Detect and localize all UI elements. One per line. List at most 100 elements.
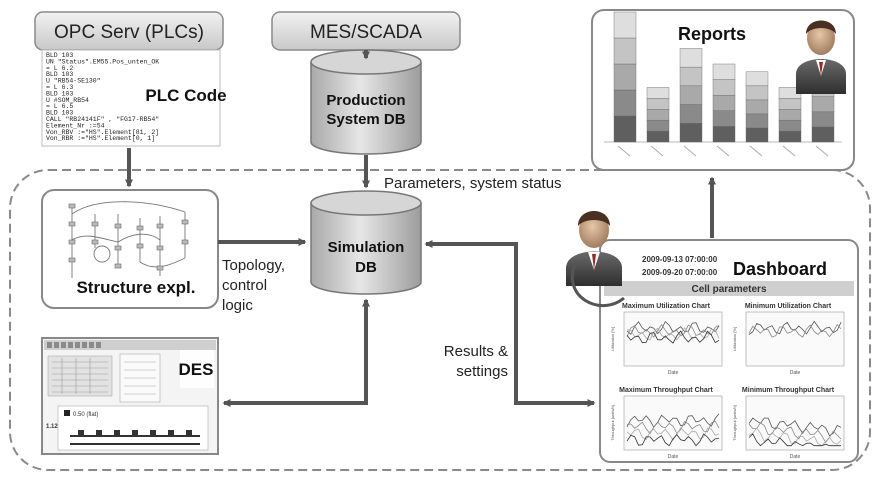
reports-label: Reports — [678, 24, 746, 44]
report-bar-segment — [679, 123, 703, 143]
report-bar-segment — [646, 87, 670, 99]
report-bar-segment — [646, 98, 670, 110]
mes-scada-label: MES/SCADA — [310, 22, 422, 43]
arrows — [125, 50, 716, 407]
report-tick-label — [617, 145, 631, 157]
report-bar-segment — [679, 104, 703, 124]
dashboard-date-1: 2009-09-13 07:00:00 — [642, 255, 718, 264]
dashboard-chart-xlabel: Date — [668, 370, 679, 376]
report-bar-segment — [712, 63, 736, 80]
report-bar-segment — [745, 85, 769, 101]
dashboard-chart-plot — [745, 395, 845, 451]
plc-code-line: BLD 103 — [46, 52, 73, 59]
report-bar-segment — [778, 109, 802, 121]
report-bar-segment — [613, 89, 637, 117]
opc-server-box: OPC Serv (PLCs) — [34, 11, 224, 51]
arrow-simulation-db-dashboard — [424, 240, 596, 407]
report-bar-segment — [712, 110, 736, 127]
dashboard-chart-series — [748, 427, 842, 447]
report-tick-label — [815, 145, 829, 157]
dashboard-chart-title: Minimum Utilization Chart — [745, 303, 832, 310]
plc-code-line: = L 6.3 — [46, 84, 73, 91]
report-tick-label — [650, 145, 664, 157]
report-bar-segment — [613, 11, 637, 39]
plc-code-line: U #SOM_RB54 — [46, 97, 89, 104]
plc-code-line: BLD 103 — [46, 90, 73, 97]
report-bar-segment — [745, 71, 769, 87]
report-bar-segment — [811, 111, 835, 128]
report-tick-label — [749, 145, 763, 157]
des-box: 0.50 (flat) 1.12 DES — [41, 337, 219, 455]
dashboard-chart-ylabel: Throughput [units/h] — [610, 405, 615, 441]
report-bar-segment — [712, 79, 736, 96]
des-box-label: 0.50 (flat) — [73, 412, 98, 418]
plc-code-line: CALL "RB24141F" , "FG17-RB54" — [46, 116, 159, 123]
report-bar-segment — [646, 109, 670, 121]
structure-exploration-box: Structure expl. — [41, 189, 219, 309]
plc-code-line: BLD 103 — [46, 110, 73, 117]
dashboard-chart-ylabel: Throughput [units/h] — [732, 405, 737, 441]
dashboard-box: 2009-09-13 07:00:00 2009-09-20 07:00:00 … — [599, 239, 859, 463]
des-label: DES — [179, 360, 214, 379]
report-tick-label — [782, 145, 796, 157]
production-system-db: Production System DB — [310, 49, 422, 155]
reports-user-icon — [796, 20, 846, 94]
dashboard-chart-plot — [623, 395, 723, 451]
report-bar-segment — [712, 126, 736, 143]
report-bar-segment — [745, 113, 769, 129]
topology-label-1: Topology, — [222, 257, 285, 274]
plc-code-line: UN "Status".EM55.Pos_unten_OK — [46, 58, 159, 65]
topology-label-2: control — [222, 277, 267, 294]
dashboard-chart-series — [626, 433, 720, 447]
structure-graph-nodes — [68, 203, 189, 271]
des-toolbar — [44, 340, 216, 350]
des-side-label: 1.12 — [46, 424, 58, 430]
dashboard-chart-xlabel: Date — [668, 454, 679, 460]
report-bar-segment — [745, 99, 769, 115]
report-tick-label — [683, 145, 697, 157]
plc-code-line: U "RB54-SE130" — [46, 78, 101, 85]
dashboard-chart-series — [748, 323, 842, 338]
results-label-1: Results & — [444, 343, 508, 360]
report-bar-segment — [646, 119, 670, 132]
dashboard-chart-plot — [745, 311, 845, 367]
report-bar-segment — [811, 126, 835, 143]
opc-server-label: OPC Serv (PLCs) — [54, 22, 204, 43]
des-toolbar-icons — [47, 342, 101, 348]
dashboard-chart-series — [626, 427, 720, 441]
report-tick-label — [716, 145, 730, 157]
arrow-des-simulation-db — [222, 298, 370, 407]
dashboard-chart-ylabel: Utilization [%] — [610, 327, 615, 351]
dashboard-chart-series — [748, 320, 842, 335]
cell-parameters-title: Cell parameters — [691, 284, 766, 295]
dashboard-chart-series — [748, 433, 841, 447]
dashboard-chart-title: Minimum Throughput Chart — [742, 387, 835, 394]
report-bar-segment — [679, 66, 703, 87]
dashboard-chart-series — [626, 320, 720, 335]
report-bar-segment — [778, 119, 802, 132]
dashboard-chart-series — [748, 417, 842, 437]
dashboard-chart-plot — [623, 311, 723, 367]
dashboard-chart-xlabel: Date — [790, 370, 801, 376]
plc-code-line: Von_RBR :="HS".Element[0, 1] — [46, 135, 155, 142]
plc-code-line: = L 6.2 — [46, 65, 73, 72]
dashboard-chart-series — [626, 330, 720, 344]
system-boundary — [9, 169, 871, 471]
production-db-label-1: Production — [326, 92, 405, 109]
report-bar-segment — [613, 115, 637, 143]
dashboard-chart-title: Maximum Throughput Chart — [619, 387, 713, 394]
report-bar-segment — [613, 63, 637, 91]
report-bar-segment — [679, 48, 703, 68]
dashboard-chart-title: Maximum Utilization Chart — [622, 303, 711, 310]
cell-parameters-bar — [604, 281, 854, 296]
dashboard-chart-series — [626, 323, 720, 338]
plc-code-label: PLC Code — [145, 86, 226, 105]
report-bar-segment — [778, 130, 802, 143]
plc-code-line: = L 6.5 — [46, 103, 73, 110]
report-bar-segment — [811, 96, 835, 113]
simulation-db: Simulation DB — [310, 190, 422, 295]
